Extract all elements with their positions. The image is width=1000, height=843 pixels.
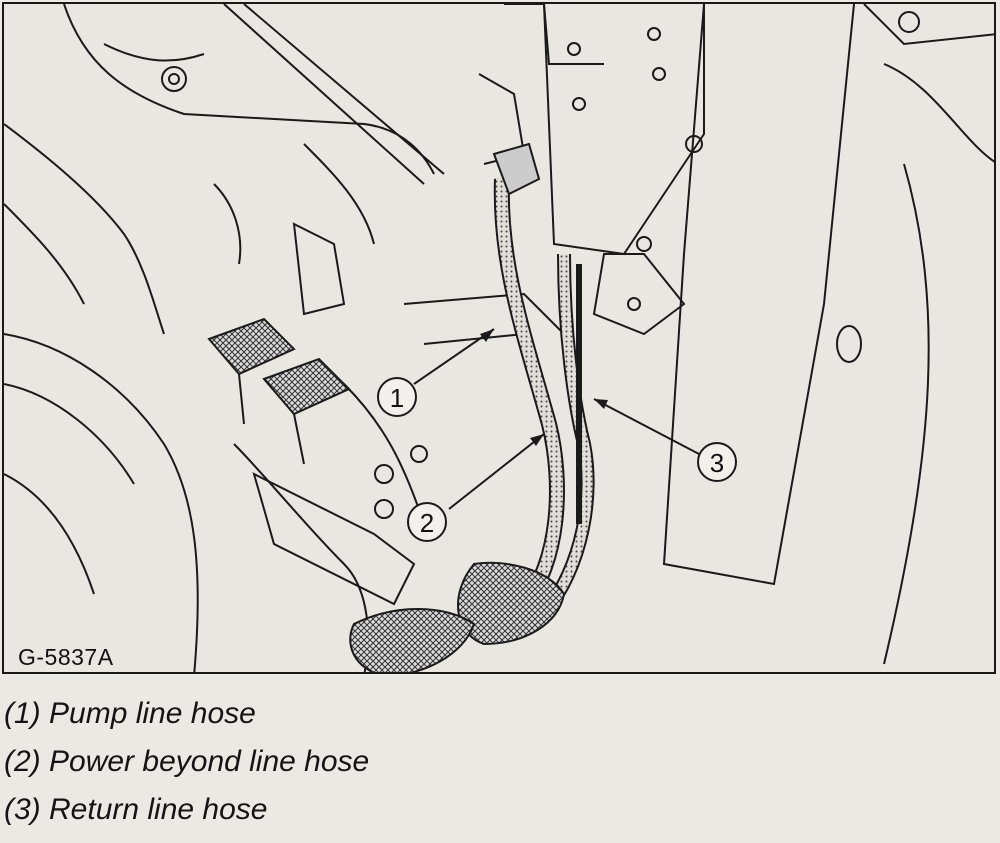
caption-number: (2) [4,745,41,778]
callout-1-label: 1 [390,383,404,413]
hose-boot [349,561,566,672]
callout-2-label: 2 [420,508,434,538]
right-panel [662,4,994,665]
callout-3-label: 3 [710,448,724,478]
caption-item: (2) Power beyond line hose [4,738,369,786]
caption-number: (3) [4,793,41,826]
figure-code: G-5837A [18,644,114,670]
valve-body [252,292,565,606]
tractor-hydraulic-hose-drawing: 1 2 3 [4,4,994,672]
callout-2 [407,502,447,542]
callout-leaders [413,328,700,510]
caption-number: (1) [4,697,41,730]
caption-text: Return line hose [49,793,268,826]
caption-text: Power beyond line hose [49,745,370,778]
callout-3 [697,442,737,482]
callout-arrowheads [480,329,608,446]
caption-item: (1) Pump line hose [4,690,369,738]
brake-pedals [207,317,351,465]
caption-text: Pump line hose [49,697,256,730]
engine-housing [4,4,445,335]
hoses [492,142,595,619]
caption-list: (1) Pump line hose (2) Power beyond line… [4,690,369,834]
caption-item: (3) Return line hose [4,786,369,834]
technical-illustration: 1 2 3 G-5837A [2,2,996,674]
callout-1 [377,377,417,417]
